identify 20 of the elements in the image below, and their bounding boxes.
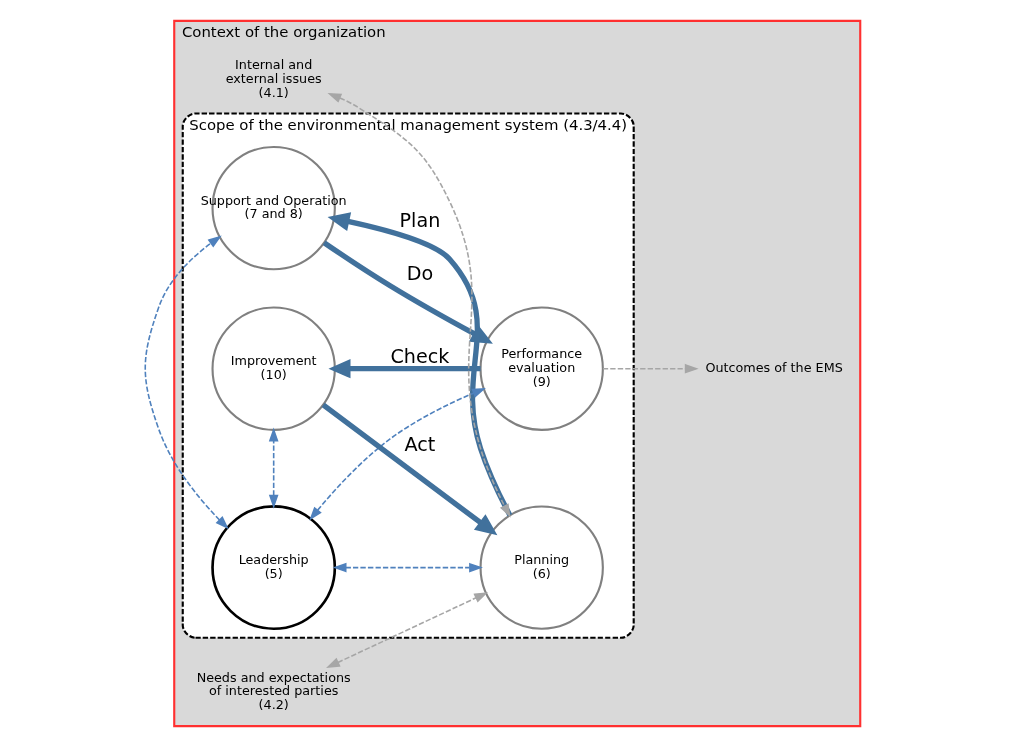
node-text: Outcomes of the EMS <box>705 360 843 376</box>
node-text: Needs and expectations of interested parties (4.2) <box>196 669 351 713</box>
arrow <box>144 235 229 530</box>
arrow <box>321 402 498 536</box>
arrow <box>309 387 486 521</box>
node-circle: Performance evaluation (9) <box>479 306 604 431</box>
arrow <box>328 359 481 379</box>
node-circle: Improvement (10) <box>211 306 336 431</box>
edge-label: Act <box>404 433 436 457</box>
arrow <box>326 592 489 669</box>
edge-label: Check <box>390 344 450 368</box>
node-text: Internal and external issues (4.1) <box>225 56 322 100</box>
arrow <box>268 427 279 509</box>
node-label: Support and Operation <box>200 192 347 208</box>
arrow <box>602 363 699 374</box>
arrow <box>332 562 483 573</box>
edge-label: Do <box>406 261 434 285</box>
edge-label: Plan <box>399 208 441 232</box>
arrow <box>327 92 511 518</box>
arrow <box>327 212 513 517</box>
